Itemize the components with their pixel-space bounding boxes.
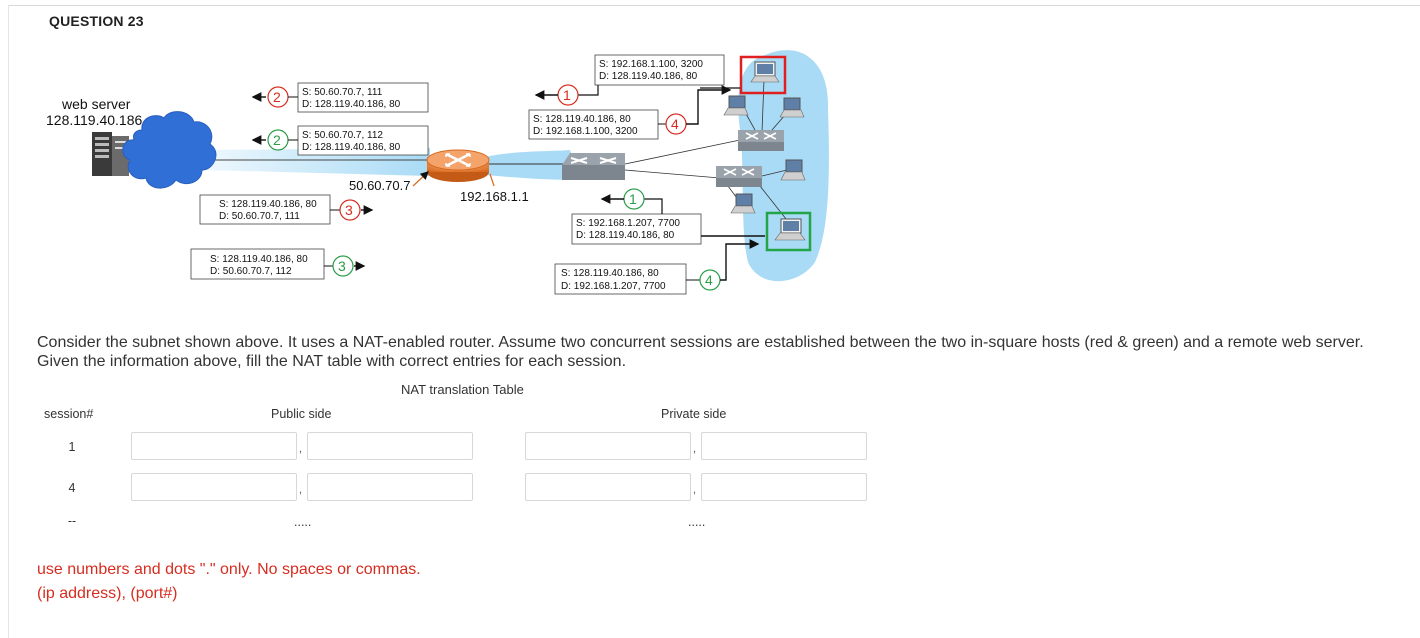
private-port-input-session1[interactable] (701, 432, 867, 460)
svg-text:1: 1 (563, 87, 571, 103)
session-column-header: session# (44, 407, 94, 421)
svg-text:1: 1 (629, 191, 637, 207)
public-port-input-session1[interactable] (307, 432, 473, 460)
table-caption: NAT translation Table (401, 382, 524, 397)
host-icon (723, 95, 749, 116)
input-format-hint: (ip address), (port#) (37, 585, 178, 602)
svg-text:S: 128.119.40.186, 80: S: 128.119.40.186, 80 (561, 268, 659, 279)
svg-text:S: 128.119.40.186, 80: S: 128.119.40.186, 80 (219, 199, 317, 210)
svg-text:2: 2 (273, 132, 281, 148)
svg-text:3: 3 (338, 258, 346, 274)
host-icon (780, 159, 806, 181)
packet-2-session1: S: 50.60.70.7, 111 D: 128.119.40.186, 80… (251, 82, 429, 113)
session-number: 1 (68, 440, 76, 454)
svg-text:S: 128.119.40.186, 80: S: 128.119.40.186, 80 (533, 114, 631, 125)
public-port-input-session4[interactable] (307, 473, 473, 501)
svg-text:4: 4 (705, 272, 713, 288)
svg-text:D: 128.119.40.186, 80: D: 128.119.40.186, 80 (599, 71, 698, 82)
packet-4-session4: S: 128.119.40.186, 80 D: 192.168.1.207, … (554, 239, 760, 295)
switch-top-icon (738, 130, 784, 151)
packet-3-session1: S: 128.119.40.186, 80 D: 50.60.70.7, 111… (199, 194, 374, 225)
private-side-ellipsis: ..... (688, 515, 706, 529)
web-server-label: web server (61, 96, 131, 112)
private-ip-input-session1[interactable] (525, 432, 691, 460)
svg-text:4: 4 (671, 116, 679, 132)
svg-text:2: 2 (273, 89, 281, 105)
public-ip-input-session4[interactable] (131, 473, 297, 501)
public-side-header: Public side (271, 407, 332, 421)
question-prompt: Consider the subnet shown above. It uses… (37, 334, 1364, 370)
lan-link-highlight (485, 150, 580, 180)
packet-4-session1: S: 128.119.40.186, 80 D: 192.168.1.100, … (528, 85, 732, 140)
nat-router-icon (426, 149, 490, 182)
question-title: QUESTION 23 (49, 13, 144, 29)
svg-text:S: 50.60.70.7, 112: S: 50.60.70.7, 112 (302, 130, 383, 141)
nat-network-diagram: web server 128.119.40.186 50.60.70.7 192… (46, 50, 829, 295)
field-separator: , (693, 484, 697, 496)
svg-text:D: 50.60.70.7, 111: D: 50.60.70.7, 111 (219, 211, 300, 222)
host-icon (779, 97, 805, 118)
host-icon (730, 193, 756, 214)
packet-1-session1: S: 192.168.1.100, 3200 D: 128.119.40.186… (534, 54, 740, 106)
web-server-ip: 128.119.40.186 (46, 112, 142, 128)
lan-region (738, 50, 829, 282)
host-red-icon (739, 55, 787, 95)
private-port-input-session4[interactable] (701, 473, 867, 501)
top-divider (8, 5, 1420, 6)
session-placeholder: -- (67, 514, 77, 528)
private-side-header: Private side (661, 407, 727, 421)
svg-text:S: 192.168.1.207, 7700: S: 192.168.1.207, 7700 (576, 218, 680, 229)
svg-text:S: 192.168.1.100, 3200: S: 192.168.1.100, 3200 (599, 59, 703, 70)
public-ip-input-session1[interactable] (131, 432, 297, 460)
svg-text:S: 128.119.40.186, 80: S: 128.119.40.186, 80 (210, 254, 308, 265)
router-private-ip: 192.168.1.1 (460, 189, 529, 204)
router-public-ip: 50.60.70.7 (349, 178, 410, 193)
svg-text:D: 50.60.70.7, 112: D: 50.60.70.7, 112 (210, 266, 292, 277)
packet-1-session4: S: 192.168.1.207, 7700 D: 128.119.40.186… (571, 188, 765, 245)
svg-text:S: 50.60.70.7, 111: S: 50.60.70.7, 111 (302, 87, 383, 98)
switch-middle-icon (716, 166, 762, 187)
packet-2-session4: S: 50.60.70.7, 112 D: 128.119.40.186, 80… (251, 125, 429, 156)
session-number: 4 (68, 481, 76, 495)
private-ip-input-session4[interactable] (525, 473, 691, 501)
main-switch-icon (562, 153, 625, 180)
left-border (8, 5, 9, 638)
svg-text:D: 128.119.40.186, 80: D: 128.119.40.186, 80 (302, 142, 401, 153)
input-instructions: use numbers and dots "." only. No spaces… (37, 561, 421, 578)
svg-text:D: 128.119.40.186, 80: D: 128.119.40.186, 80 (302, 99, 401, 110)
field-separator: , (693, 443, 697, 455)
svg-text:D: 128.119.40.186, 80: D: 128.119.40.186, 80 (576, 230, 675, 241)
packet-3-session4: S: 128.119.40.186, 80 D: 50.60.70.7, 112… (190, 248, 366, 280)
svg-text:D: 192.168.1.100, 3200: D: 192.168.1.100, 3200 (533, 126, 638, 137)
field-separator: , (299, 484, 303, 496)
field-separator: , (299, 443, 303, 455)
svg-text:D: 192.168.1.207, 7700: D: 192.168.1.207, 7700 (561, 281, 666, 292)
internet-cloud-icon (122, 111, 217, 189)
svg-text:3: 3 (345, 202, 353, 218)
host-green-icon (765, 211, 812, 252)
public-side-ellipsis: ..... (294, 515, 312, 529)
